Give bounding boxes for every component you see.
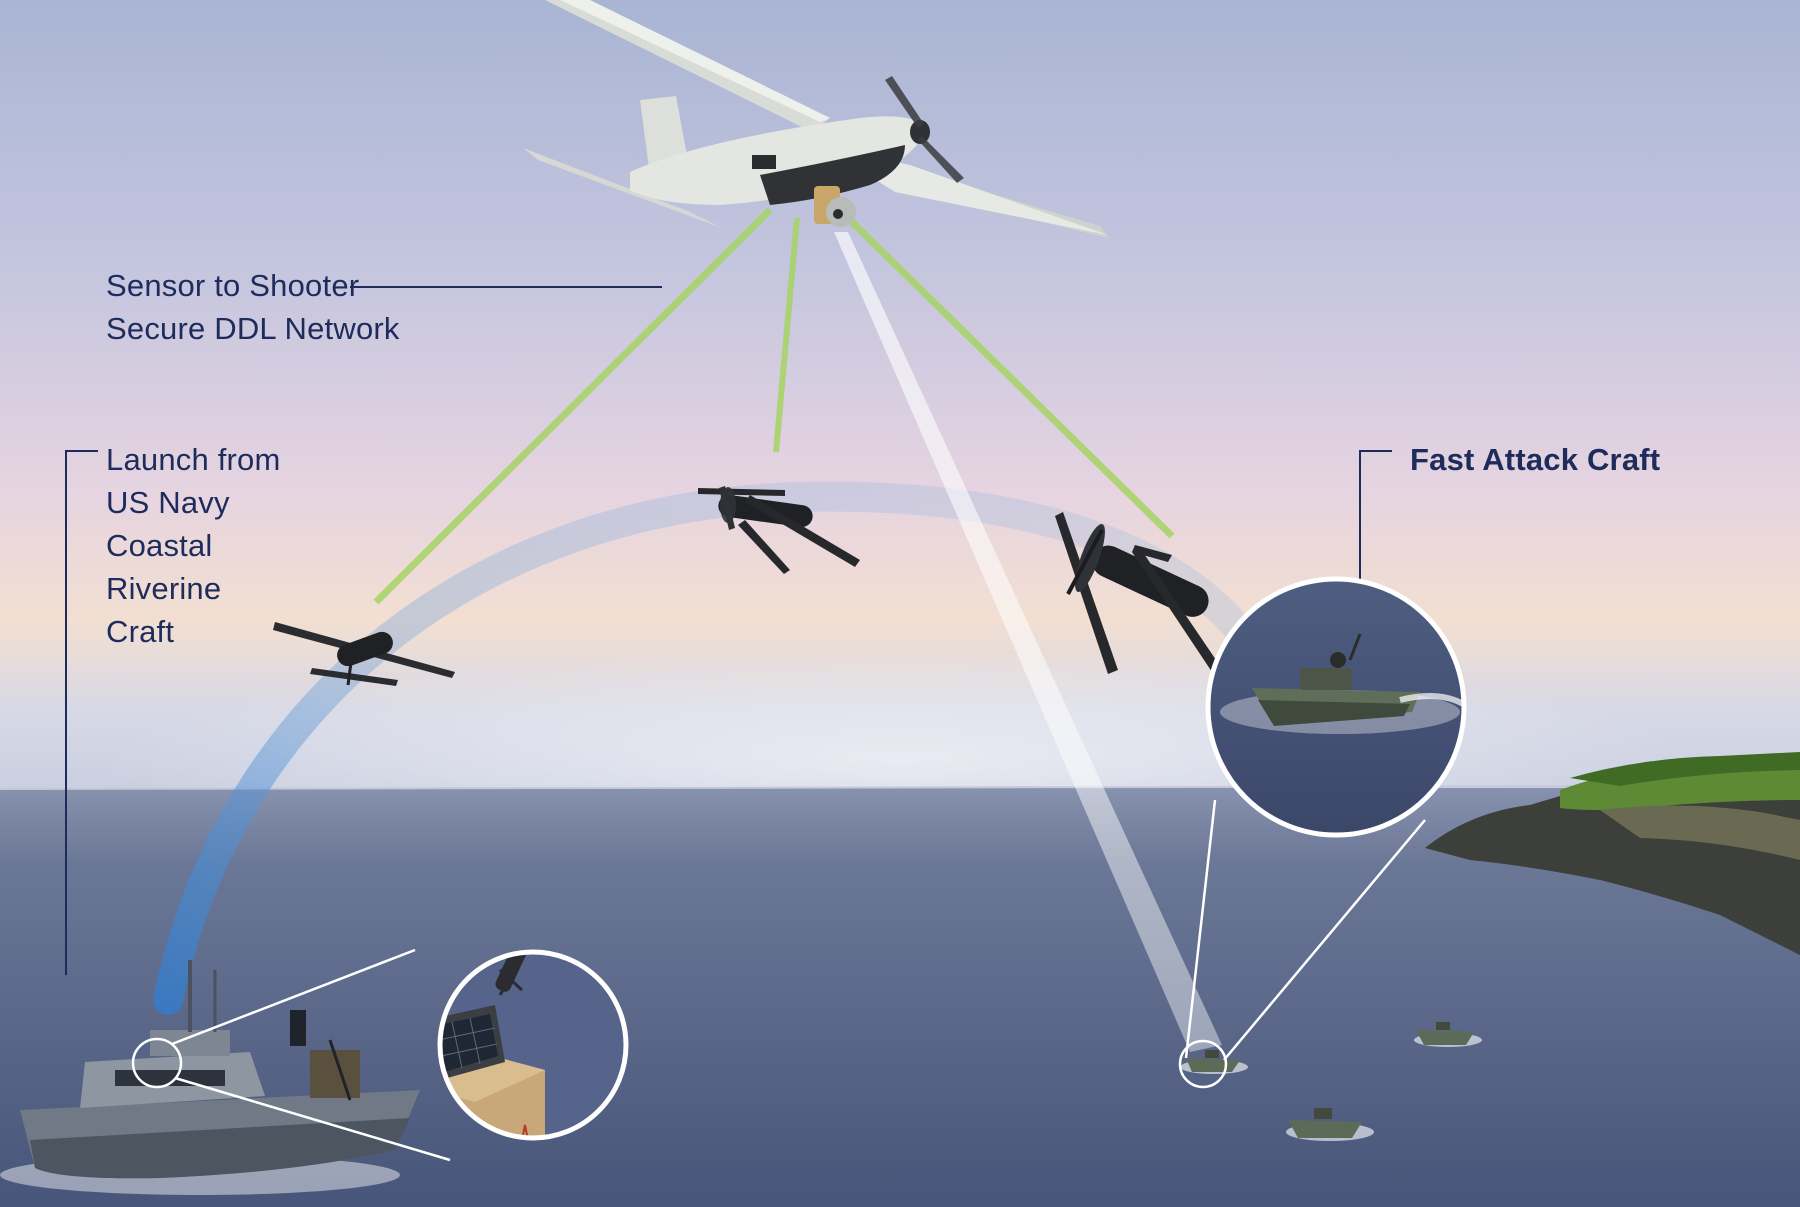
- sensor-network-line-1: Sensor to Shooter: [106, 268, 360, 303]
- launch-line-3: Coastal: [106, 528, 213, 563]
- loitering-munition-1: [273, 622, 455, 686]
- sensor-network-label: Sensor to Shooter Secure DDL Network: [106, 264, 400, 350]
- target-highlight-ring: [1178, 1039, 1228, 1089]
- targeting-beam: [834, 232, 1222, 1052]
- fast-attack-boat-b: [1414, 1022, 1482, 1047]
- horizon-line: [0, 785, 1800, 790]
- fast-attack-craft-text: Fast Attack Craft: [1410, 442, 1661, 477]
- launch-line-5: Craft: [106, 614, 175, 649]
- launch-trajectory-arc: [153, 481, 1250, 1015]
- launch-line-2: US Navy: [106, 485, 230, 520]
- launcher-inset: [437, 949, 629, 1141]
- fast-attack-boat-c: [1286, 1108, 1374, 1141]
- launch-line-4: Riverine: [106, 571, 222, 606]
- launcher-zoom-lines: [171, 948, 451, 1162]
- loitering-munition-2: [698, 486, 860, 574]
- rocky-coastline: [1425, 752, 1800, 955]
- sensor-network-line-2: Secure DDL Network: [106, 311, 400, 346]
- navy-patrol-boat: [0, 960, 420, 1195]
- launch-line-1: Launch from: [106, 442, 281, 477]
- surveillance-uav: [523, 0, 1108, 238]
- fast-attack-craft-inset: [1205, 576, 1467, 838]
- leader-lines: [65, 286, 1392, 975]
- launch-platform-label: Launch from US Navy Coastal Riverine Cra…: [106, 438, 281, 653]
- fast-attack-craft-label: Fast Attack Craft: [1410, 438, 1660, 481]
- secure-datalinks: [373, 207, 1175, 605]
- target-zoom-lines: [1184, 799, 1426, 1061]
- launcher-highlight-ring: [131, 1037, 183, 1089]
